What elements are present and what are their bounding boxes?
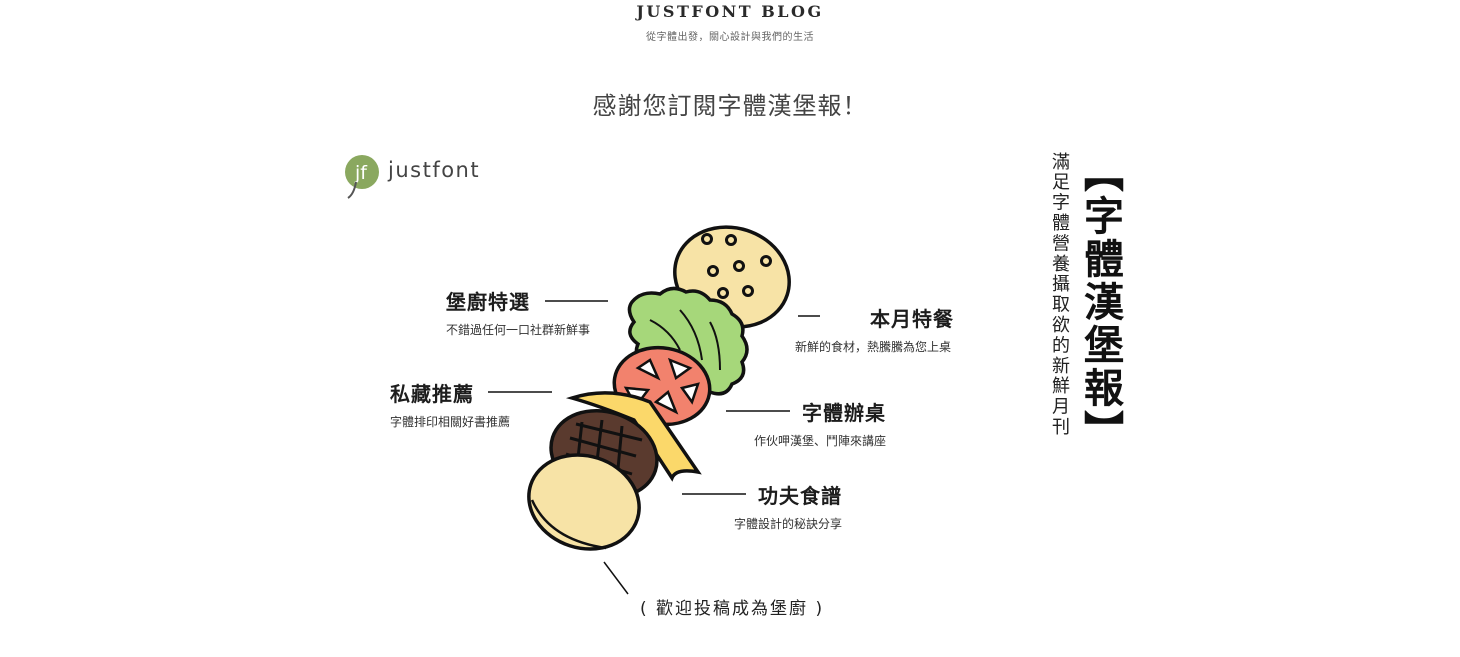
justfont-logo-icon: jf: [345, 155, 379, 199]
brand-name: justfont: [388, 158, 481, 182]
logo-letters: jf: [354, 162, 368, 184]
section-desc: 不錯過任何一口社群新鮮事: [446, 323, 591, 337]
section-kungfu-recipes[interactable]: 功夫食譜 字體設計的秘訣分享: [734, 480, 842, 532]
site-title-link[interactable]: JUSTFONT BLOG: [636, 2, 824, 21]
section-title: 堡廚特選: [446, 290, 530, 314]
section-desc: 字體設計的秘訣分享: [734, 517, 843, 531]
section-desc: 字體排印相關好書推薦: [390, 415, 511, 429]
site-tagline: 從字體出發，關心設計與我們的生活: [646, 32, 814, 43]
section-title: 私藏推薦: [390, 382, 474, 406]
section-monthly-special[interactable]: 本月特餐 新鮮的食材，熱騰騰為您上桌: [795, 303, 954, 355]
section-title: 功夫食譜: [758, 484, 842, 508]
newsletter-title: 【字體漢堡報】: [1077, 152, 1123, 453]
section-desc: 作伙呷漢堡、鬥陣來講座: [754, 434, 887, 448]
newsletter-subtitle: 滿足字體營養攝取欲的新鮮月刊: [1049, 152, 1070, 438]
bottom-bun-icon: [527, 453, 641, 551]
section-font-feast[interactable]: 字體辦桌 作伙呷漢堡、鬥陣來講座: [754, 397, 886, 449]
cheese-icon: [565, 391, 702, 482]
page-title: 感謝您訂閱字體漢堡報！: [592, 92, 868, 120]
section-title: 本月特餐: [870, 307, 954, 331]
section-private-recommend[interactable]: 私藏推薦 字體排印相關好書推薦: [390, 378, 510, 430]
section-desc: 新鮮的食材，熱騰騰為您上桌: [795, 340, 952, 354]
site-header: JUSTFONT BLOG 從字體出發，關心設計與我們的生活: [0, 0, 1460, 44]
section-title: 字體辦桌: [802, 401, 886, 425]
connector-line: [603, 561, 629, 595]
section-chef-picks[interactable]: 堡廚特選 不錯過任何一口社群新鮮事: [446, 286, 590, 338]
burger-illustration: [488, 225, 820, 595]
submit-article-link[interactable]: ( 歡迎投稿成為堡廚 ): [640, 599, 825, 619]
